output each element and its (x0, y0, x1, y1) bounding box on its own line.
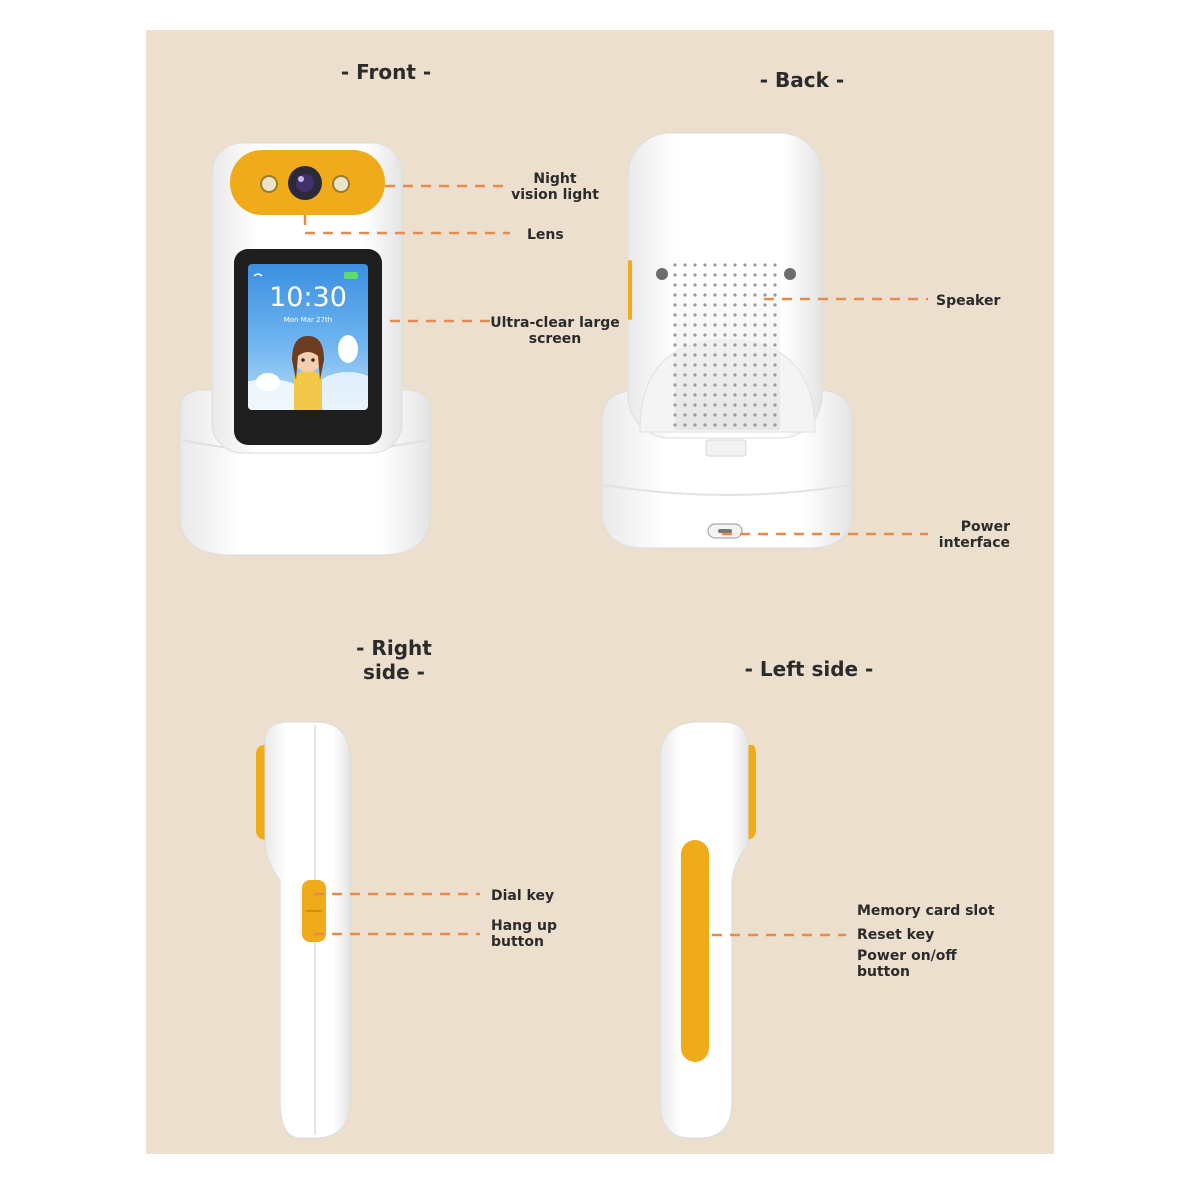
wifi-icon (253, 273, 263, 277)
label-power-on-off-button: Power on/off button (857, 948, 957, 980)
back-device (601, 132, 853, 549)
label-memory-card-slot: Memory card slot (857, 903, 995, 919)
speaker-grille (672, 262, 780, 430)
night-vision-left-icon (260, 175, 278, 193)
label-night-vision-light: Night vision light (511, 171, 599, 203)
night-vision-right-icon (332, 175, 350, 193)
screen-wallpaper (248, 272, 368, 410)
label-power-interface: Power interface (938, 519, 1010, 551)
back-clip (705, 439, 747, 457)
leader-lines (303, 184, 928, 937)
front-screen: 10:30 Mon Mar 27th (248, 264, 368, 410)
label-ultra-clear-screen: Ultra-clear large screen (490, 315, 620, 347)
battery-icon (344, 272, 358, 279)
screen-clock: 10:30 (269, 282, 347, 313)
back-screw-left-icon (656, 268, 668, 280)
left-side-title: - Left side - (744, 657, 874, 681)
screen-date: Mon Mar 27th (283, 316, 333, 324)
label-hang-up-button: Hang up button (491, 918, 558, 950)
back-screw-right-icon (784, 268, 796, 280)
front-title: - Front - (340, 60, 432, 84)
label-speaker: Speaker (936, 293, 1001, 309)
label-lens: Lens (527, 227, 564, 243)
side-cover-strip (681, 840, 709, 1062)
left-side-device (659, 721, 756, 1139)
back-title: - Back - (759, 68, 845, 92)
right-side-device (256, 721, 351, 1139)
label-reset-key: Reset key (857, 927, 935, 943)
label-dial-key: Dial key (491, 888, 555, 904)
right-side-title: - Right side - (356, 636, 432, 684)
